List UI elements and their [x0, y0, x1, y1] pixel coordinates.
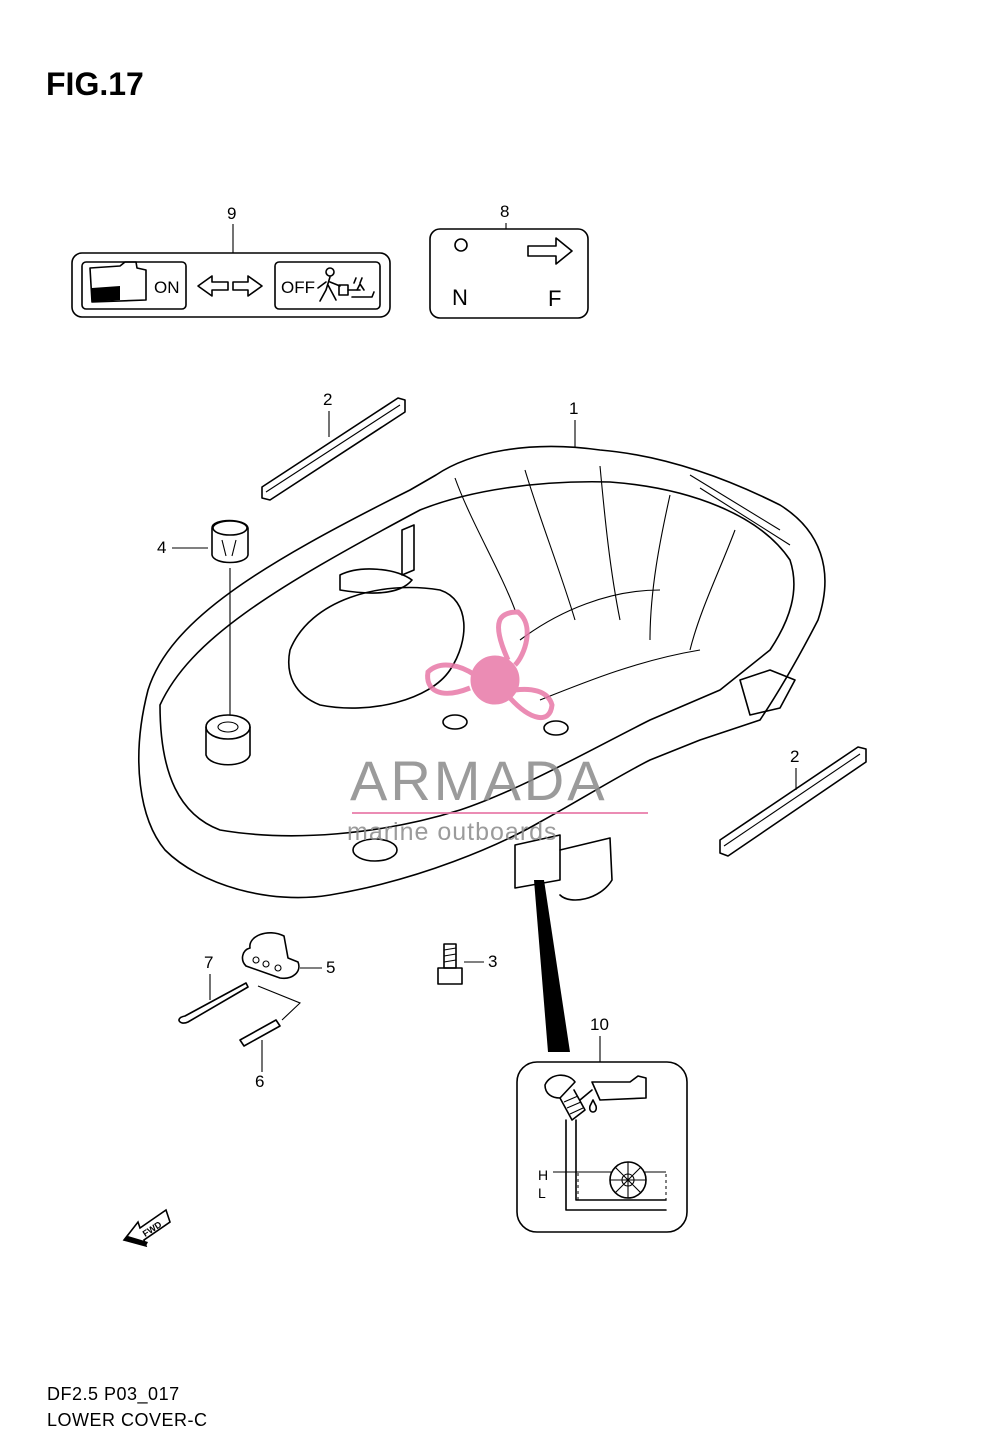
callout-6: 6: [255, 1072, 264, 1091]
watermark-brand: ARMADA: [350, 749, 608, 812]
right-arrow-icon: [232, 275, 263, 297]
oil-level-low-label: L: [538, 1185, 546, 1201]
part-5-clamp[interactable]: 5: [241, 932, 336, 1021]
forward-arrow-icon: [527, 237, 573, 265]
forward-label: F: [548, 286, 561, 311]
part-10-oil-level-decal[interactable]: 10 H L: [516, 880, 688, 1233]
decal-choke-on-off[interactable]: 9 ON OFF: [71, 204, 391, 318]
callout-3: 3: [488, 952, 497, 971]
oil-can-icon: [591, 1075, 647, 1101]
operator-icon: [317, 267, 375, 302]
part-7-cotter-pin[interactable]: 7: [178, 953, 249, 1024]
figure-title: FIG.17: [46, 66, 144, 102]
callout-2-lower: 2: [790, 747, 799, 766]
neutral-label: N: [452, 285, 468, 310]
watermark-tagline: marine outboards: [347, 818, 558, 846]
callout-4: 4: [157, 538, 166, 557]
neutral-indicator-icon: [454, 238, 468, 252]
part-2-seal-strip-lower[interactable]: 2: [719, 746, 867, 857]
part-4-grommet[interactable]: 4: [157, 519, 249, 716]
forward-direction-marker: FWD: [122, 1208, 171, 1248]
callout-9: 9: [227, 204, 236, 223]
choke-on-label: ON: [154, 278, 180, 297]
diagram-name: LOWER COVER-C: [47, 1410, 208, 1430]
left-arrow-icon: [197, 275, 229, 297]
callout-10: 10: [590, 1015, 609, 1034]
armada-watermark: ARMADA marine outboards: [347, 609, 648, 846]
callout-1: 1: [569, 399, 578, 418]
callout-2-upper: 2: [323, 390, 332, 409]
decal-shift-neutral-forward[interactable]: 8 N F: [429, 202, 589, 319]
choke-off-label: OFF: [281, 278, 315, 297]
part-2-seal-strip-upper[interactable]: 2: [261, 390, 406, 501]
callout-5: 5: [326, 958, 335, 977]
fuel-tank-icon: [89, 261, 147, 303]
part-6-pin[interactable]: 6: [239, 1019, 281, 1091]
diagram-code: DF2.5 P03_017: [47, 1384, 180, 1405]
oil-level-high-label: H: [538, 1167, 548, 1183]
callout-8: 8: [500, 202, 509, 221]
callout-7: 7: [204, 953, 213, 972]
part-3-bolt[interactable]: 3: [437, 943, 497, 985]
propeller-logo-icon: [425, 609, 555, 721]
